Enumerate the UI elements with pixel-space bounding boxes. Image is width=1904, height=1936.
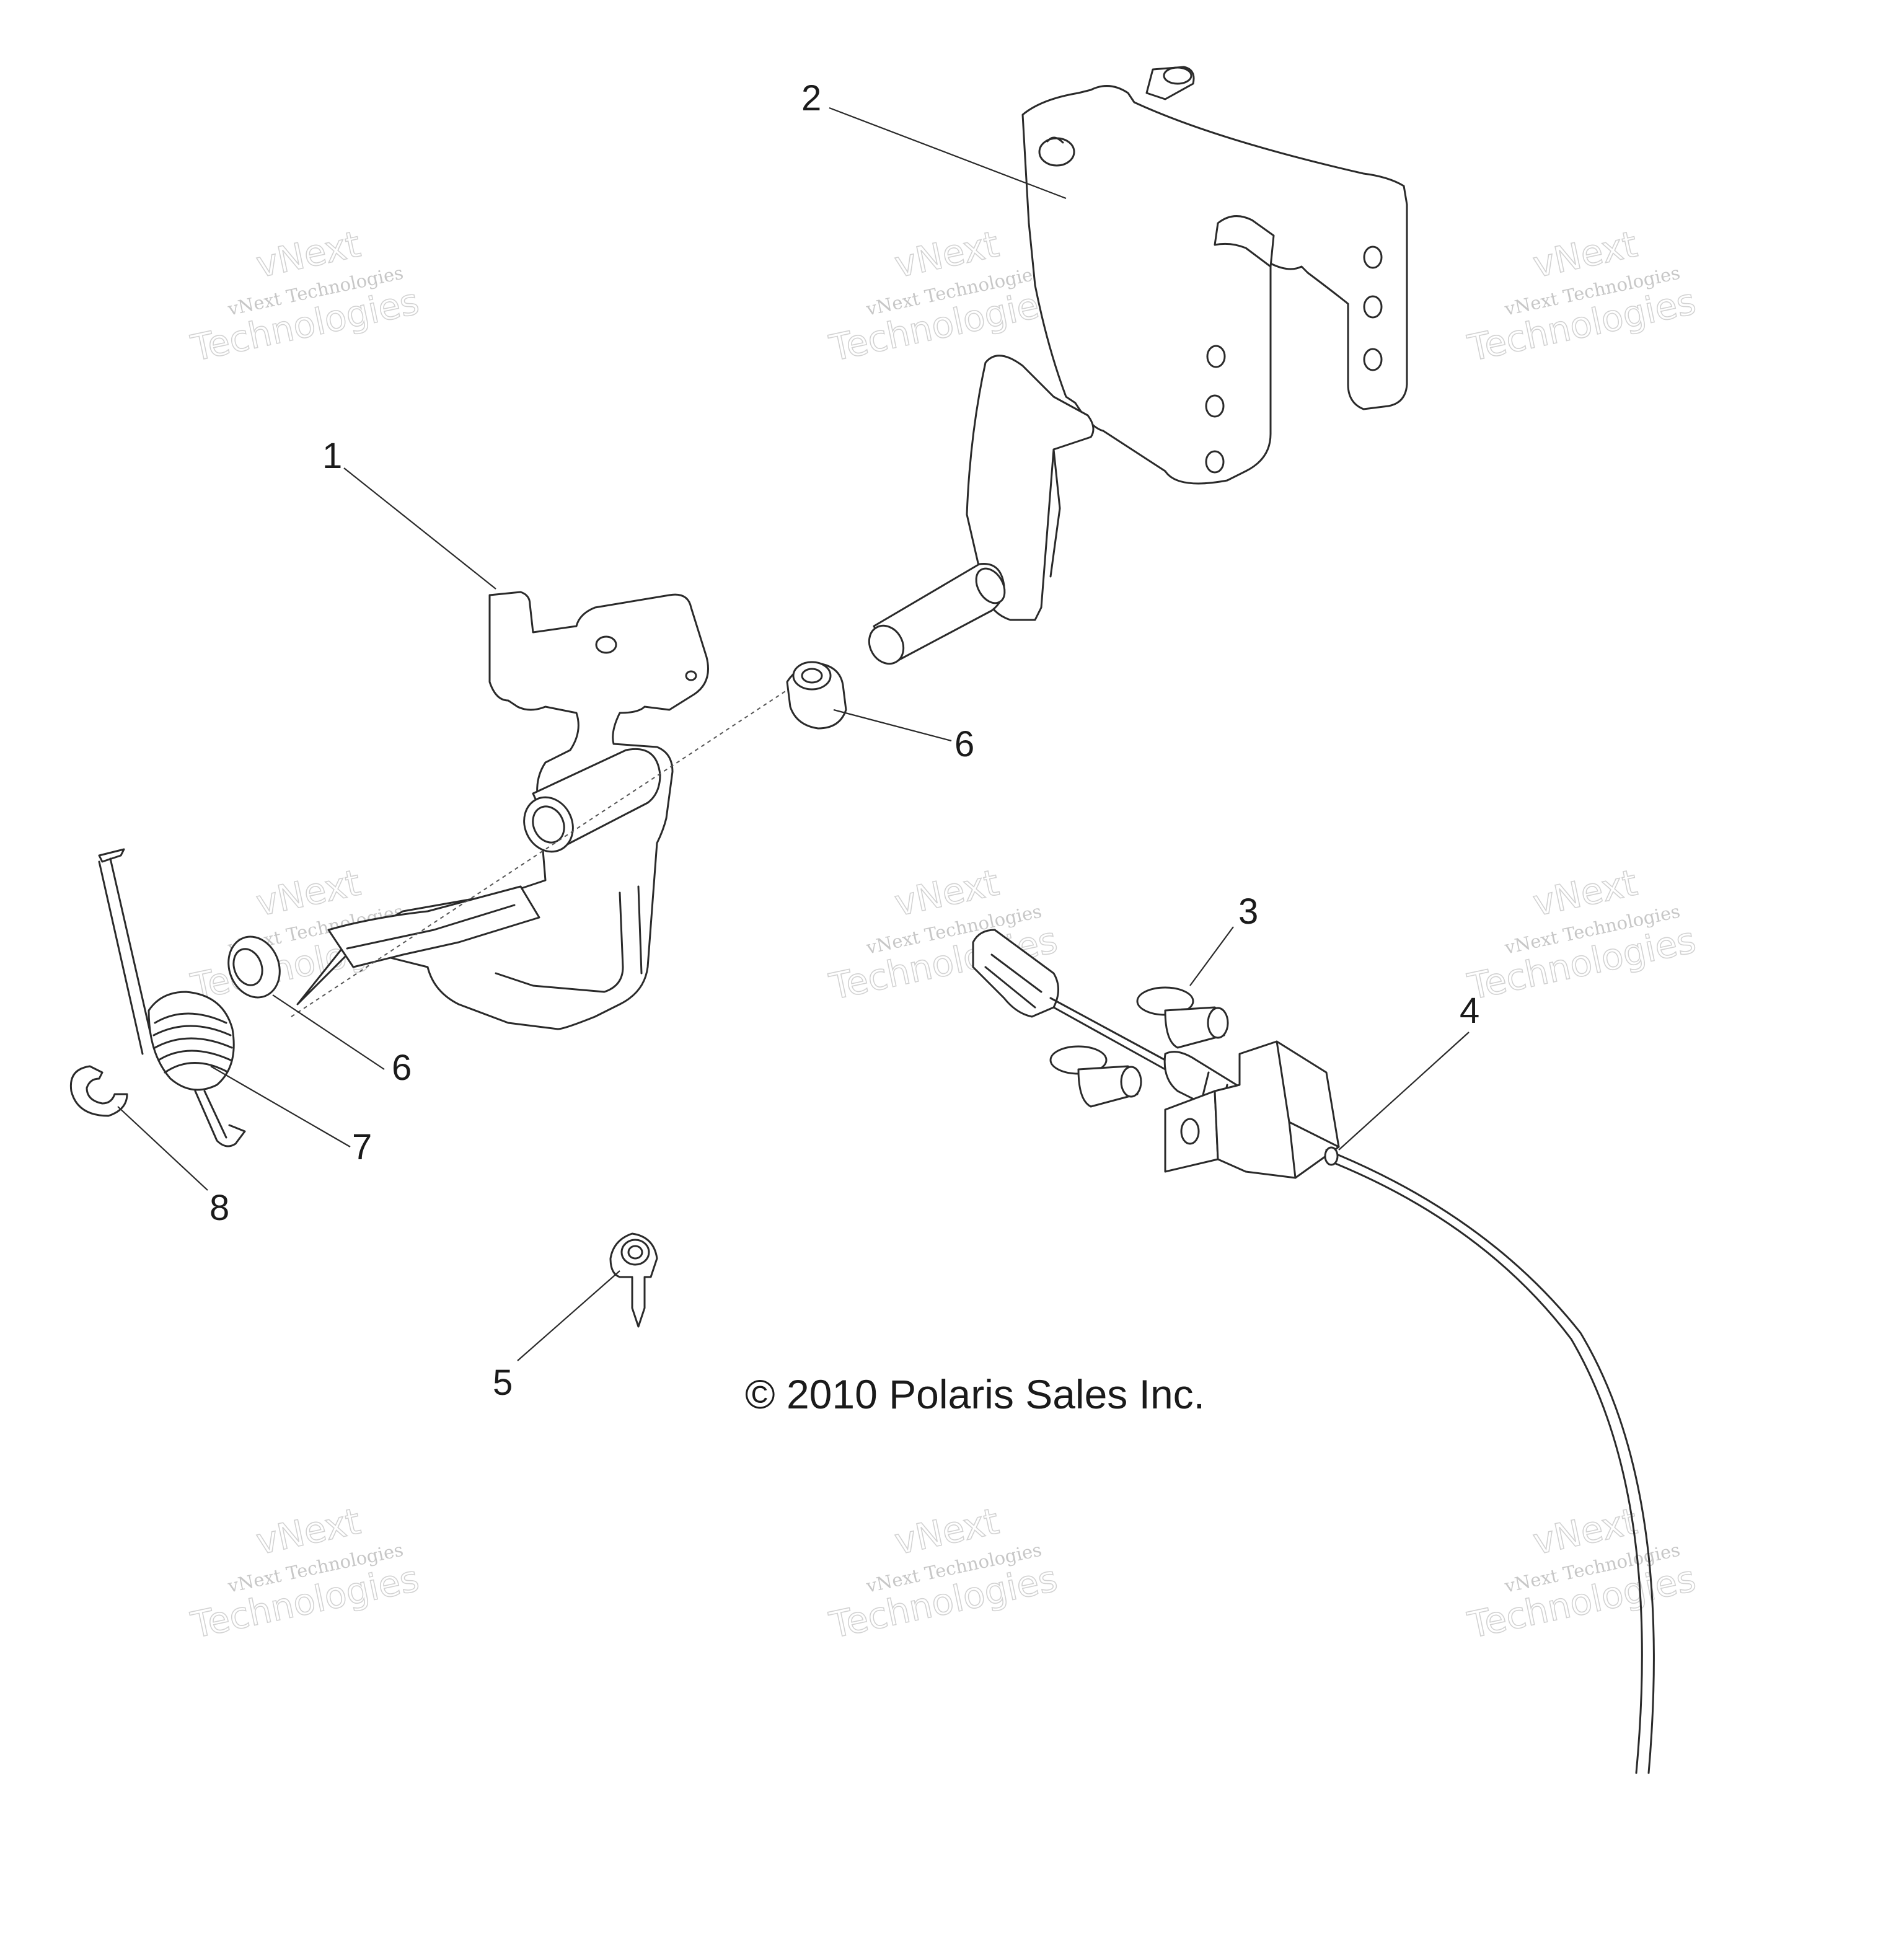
copyright-notice: © 2010 Polaris Sales Inc. bbox=[745, 1371, 1205, 1417]
leader-line-2 bbox=[829, 107, 1067, 200]
callout-7: 7 bbox=[352, 1127, 372, 1167]
callout-2: 2 bbox=[801, 78, 821, 118]
leader-line-3 bbox=[1189, 926, 1234, 986]
leader-line-4 bbox=[1338, 1032, 1470, 1151]
callout-5: 5 bbox=[493, 1363, 513, 1403]
callout-3: 3 bbox=[1238, 891, 1258, 932]
return-spring bbox=[98, 848, 246, 1147]
retaining-clip bbox=[69, 1065, 128, 1117]
brake-cable bbox=[972, 929, 1655, 1774]
pin-upper bbox=[1136, 986, 1229, 1049]
leader-line-6-lower bbox=[272, 994, 385, 1070]
watermark: vNext vNext Technologies Technologies bbox=[1463, 1500, 1699, 1647]
leader-line-5 bbox=[517, 1270, 620, 1361]
watermark: vNext vNext Technologies Technologies bbox=[187, 223, 423, 370]
callout-4: 4 bbox=[1460, 991, 1479, 1031]
bushing-upper bbox=[786, 661, 847, 730]
bushing-lower bbox=[227, 935, 281, 999]
callout-1: 1 bbox=[322, 436, 342, 476]
pedal-lever bbox=[296, 591, 709, 1030]
leader-line-8 bbox=[117, 1106, 208, 1191]
watermark: vNext vNext Technologies Technologies bbox=[1463, 223, 1699, 370]
watermark: vNext vNext Technologies Technologies bbox=[825, 223, 1061, 370]
alignment-line bbox=[291, 681, 800, 1017]
leader-line-7 bbox=[210, 1066, 351, 1147]
leader-line-6-upper bbox=[833, 709, 952, 742]
watermark: vNext vNext Technologies Technologies bbox=[187, 1500, 423, 1647]
mounting-bracket bbox=[868, 66, 1408, 665]
pin-clip bbox=[609, 1232, 658, 1328]
callout-8: 8 bbox=[209, 1188, 229, 1228]
watermark: vNext vNext Technologies Technologies bbox=[825, 1500, 1061, 1647]
leader-line-1 bbox=[343, 467, 496, 590]
watermark: vNext vNext Technologies Technologies bbox=[1463, 861, 1699, 1009]
callout-6-upper: 6 bbox=[954, 724, 974, 764]
callout-6-lower: 6 bbox=[392, 1048, 412, 1088]
pin-lower bbox=[1049, 1045, 1142, 1108]
